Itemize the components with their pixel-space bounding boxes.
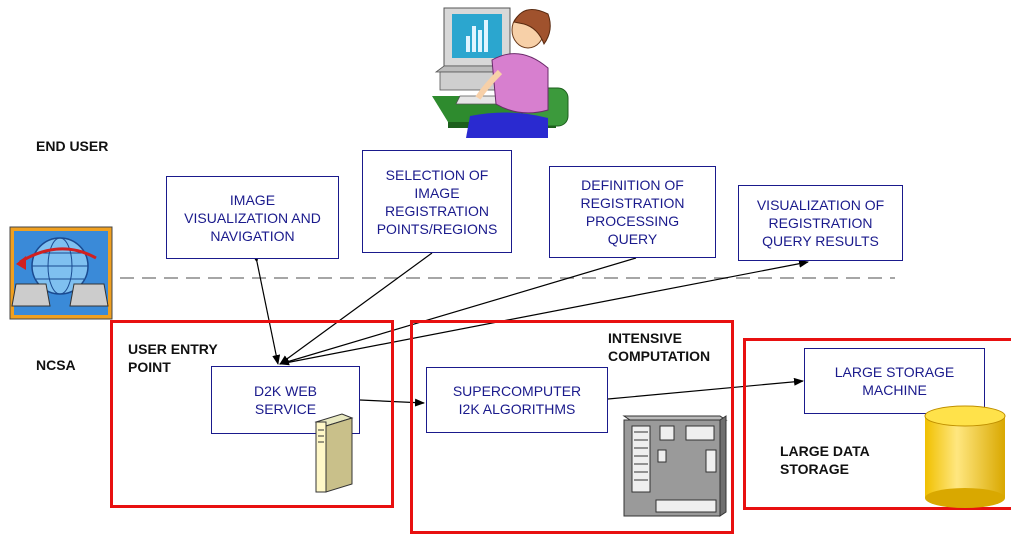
arrow-selection-to-d2k [279,252,433,365]
arrow-d2k-to-results [279,259,809,365]
intensive-computation-region [410,320,734,534]
arrow-supercomputer-storage [598,377,804,404]
large-data-storage-label: LARGE DATA STORAGE [780,443,870,477]
large-data-storage-region [743,338,1011,510]
arrow-image-vis-to-d2k [251,252,281,365]
intensive-computation-label: INTENSIVE COMPUTATION [608,330,711,364]
ncsa-label: NCSA [36,357,76,373]
definition-of-query-box: DEFINITION OF REGISTRATION PROCESSING QU… [549,166,716,258]
end-user-label: END USER [36,138,109,154]
user-entry-point-label: USER ENTRY POINT [128,341,218,375]
supercomputer-box: SUPERCOMPUTER I2K ALGORITHMS [426,367,608,433]
d2k-web-service-box: D2K WEB SERVICE [211,366,360,434]
image-visualization-box: IMAGE VISUALIZATION AND NAVIGATION [166,176,339,259]
visualization-results-box: VISUALIZATION OF REGISTRATION QUERY RESU… [738,185,903,261]
arrow-definition-to-d2k [279,257,637,366]
large-storage-machine-box: LARGE STORAGE MACHINE [804,348,985,414]
selection-of-points-box: SELECTION OF IMAGE REGISTRATION POINTS/R… [362,150,512,253]
user-entry-point-region [110,320,394,508]
